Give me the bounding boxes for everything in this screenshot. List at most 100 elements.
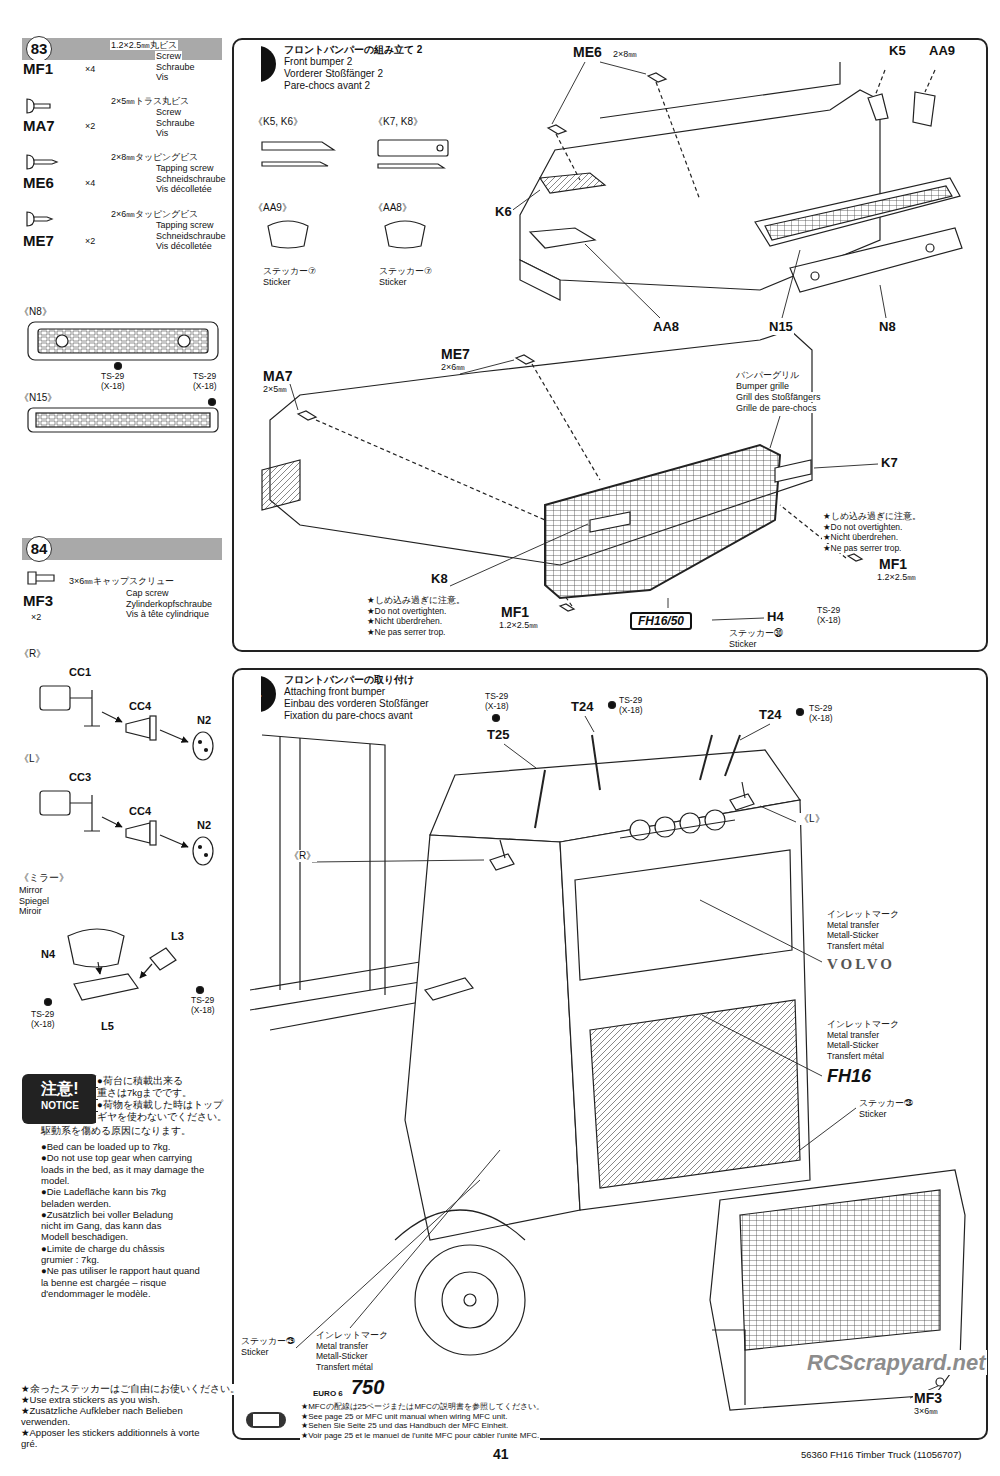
step83-drawing-part-part <box>290 384 298 410</box>
note-text: 《N15》 <box>18 392 58 404</box>
step83-drawing-part <box>516 355 534 364</box>
node-text: 83 <box>240 46 261 82</box>
step83-drawing-part-part <box>316 420 545 520</box>
note-text: Vis <box>155 72 169 82</box>
part-number: MF1 <box>22 60 54 77</box>
note-text: Transfert métal <box>826 1052 885 1062</box>
note-text: ●Die Ladefläche kann bis 7kg <box>40 1187 167 1198</box>
note-text: 《AA8》 <box>372 202 413 214</box>
step83-drawing-part <box>378 140 448 156</box>
note-text: Transfert métal <box>826 942 885 952</box>
note-text: Metal transfer <box>826 921 880 931</box>
note-text: ★余ったステッカーはご自由にお使いください。 <box>20 1384 241 1395</box>
note-text: ★Do not overtighten. <box>366 607 447 617</box>
part-number: L5 <box>100 1020 115 1033</box>
step83-drawing-part <box>556 70 935 200</box>
step84-drawing-part <box>415 1245 525 1355</box>
note-text: ★Apposer les stickers additionnels à vor… <box>20 1428 201 1439</box>
step84-drawing-part <box>712 1330 745 1405</box>
note-text: 《K5, K6》 <box>252 116 304 128</box>
note-text: インレットマーク <box>826 1020 900 1030</box>
node-text: 注意! <box>22 1079 98 1099</box>
note-text: Cap screw <box>125 588 170 598</box>
note-text: ●荷物を積載した時はトップ <box>96 1100 224 1111</box>
note-text: beladen werden. <box>40 1199 112 1210</box>
note-text: TS-29 <box>618 696 643 706</box>
note-text: Vis <box>155 128 169 138</box>
step83-drawing-part-part <box>656 82 700 200</box>
part-number: N8 <box>878 320 897 335</box>
part-number: N4 <box>40 948 56 961</box>
left-column-parts-part <box>126 823 150 843</box>
note-text: 56360 FH16 Timber Truck (11056707) <box>800 1450 962 1461</box>
step83-drawing-part-part <box>450 524 588 586</box>
note-text: Miroir <box>18 906 43 916</box>
step84-drawing-part <box>705 810 725 830</box>
part-number: MA7 <box>22 117 56 134</box>
left-column-parts-part <box>70 690 100 726</box>
part-number: K7 <box>880 456 899 471</box>
note-text: ★しめ込み過ぎに注意。 <box>366 596 466 606</box>
step83-drawing-part <box>385 221 425 248</box>
step84-drawing-part <box>535 770 545 828</box>
note-text: Grille de pare-chocs <box>735 403 818 413</box>
part-number: CC4 <box>128 805 152 818</box>
left-column-parts-part <box>193 837 213 865</box>
left-column-parts-part <box>98 962 100 974</box>
note-text: ×4 <box>84 178 96 188</box>
note-text: Metall-Sticker <box>826 1041 879 1051</box>
step84-drawing-part-part <box>800 1108 856 1150</box>
step83-drawing-part <box>545 445 780 598</box>
note-text: ステッカー⑦ <box>262 266 317 276</box>
left-column-parts-part <box>28 322 218 360</box>
part-number: ME7 <box>440 346 471 362</box>
step83-drawing-part <box>600 62 840 118</box>
note-text: ★Do not overtighten. <box>822 523 903 533</box>
left-column-parts-part <box>199 846 202 849</box>
step-number-badge: 84 <box>240 676 276 712</box>
left-column-parts-part <box>140 964 152 978</box>
left-column-parts-part <box>56 335 68 347</box>
step-title: Vorderer Stoßfänger 2 <box>284 68 383 80</box>
note-text: インレットマーク <box>315 1331 389 1341</box>
step84-drawing-part <box>700 735 712 780</box>
left-column-parts <box>27 49 218 1006</box>
step84-drawing-part <box>590 1000 800 1188</box>
step83-drawing-part-part <box>668 598 669 608</box>
note-text: TS-29 <box>484 692 509 702</box>
note-text: verwenden. <box>20 1417 71 1428</box>
note-text: Schneidschraube <box>155 231 227 241</box>
left-column-parts-part <box>205 749 208 752</box>
step84-drawing-part-part <box>312 860 484 862</box>
step83-drawing-part <box>510 62 886 318</box>
note-text: 3×6㎜キャップスクリュー <box>68 576 175 586</box>
step84-drawing-part <box>742 782 745 798</box>
step83-drawing-part-part <box>875 70 885 96</box>
step83-drawing-part-part <box>814 464 878 468</box>
note-text: Sticker <box>378 277 408 287</box>
note-text: (X-18) <box>484 702 510 712</box>
left-column-parts-part <box>102 712 122 722</box>
note-text: 2×5㎜ <box>262 384 288 394</box>
note-text: Tapping screw <box>155 163 215 173</box>
note-text: (X-18) <box>816 616 842 626</box>
logo-text: VOLVO <box>826 956 896 973</box>
left-column-parts-part <box>199 741 202 744</box>
left-column-parts-part <box>115 363 122 370</box>
part-number: ME7 <box>22 232 55 249</box>
note-text: ステッカー㉚ <box>728 628 784 638</box>
step83-drawing-part <box>540 173 605 193</box>
note-text: nicht im Gang, das kann das <box>40 1221 162 1232</box>
note-text: (X-18) <box>190 1006 216 1016</box>
part-number: EURO 6 <box>312 1389 344 1398</box>
left-column-parts-part <box>160 730 188 742</box>
step-title: フロントバンパーの組み立て 2 <box>284 44 422 56</box>
note-text: ★Ne pas serrer trop. <box>366 628 446 638</box>
note-text: 1.2×2.5㎜丸ビス <box>110 40 178 50</box>
step83-drawing-part-part <box>532 364 600 480</box>
note-text: ×2 <box>30 612 42 622</box>
step84-drawing-part <box>740 1190 940 1350</box>
step84-drawing <box>250 702 965 1411</box>
note-text: ★Nicht überdrehen. <box>822 533 899 543</box>
note-text: Sticker <box>262 277 292 287</box>
